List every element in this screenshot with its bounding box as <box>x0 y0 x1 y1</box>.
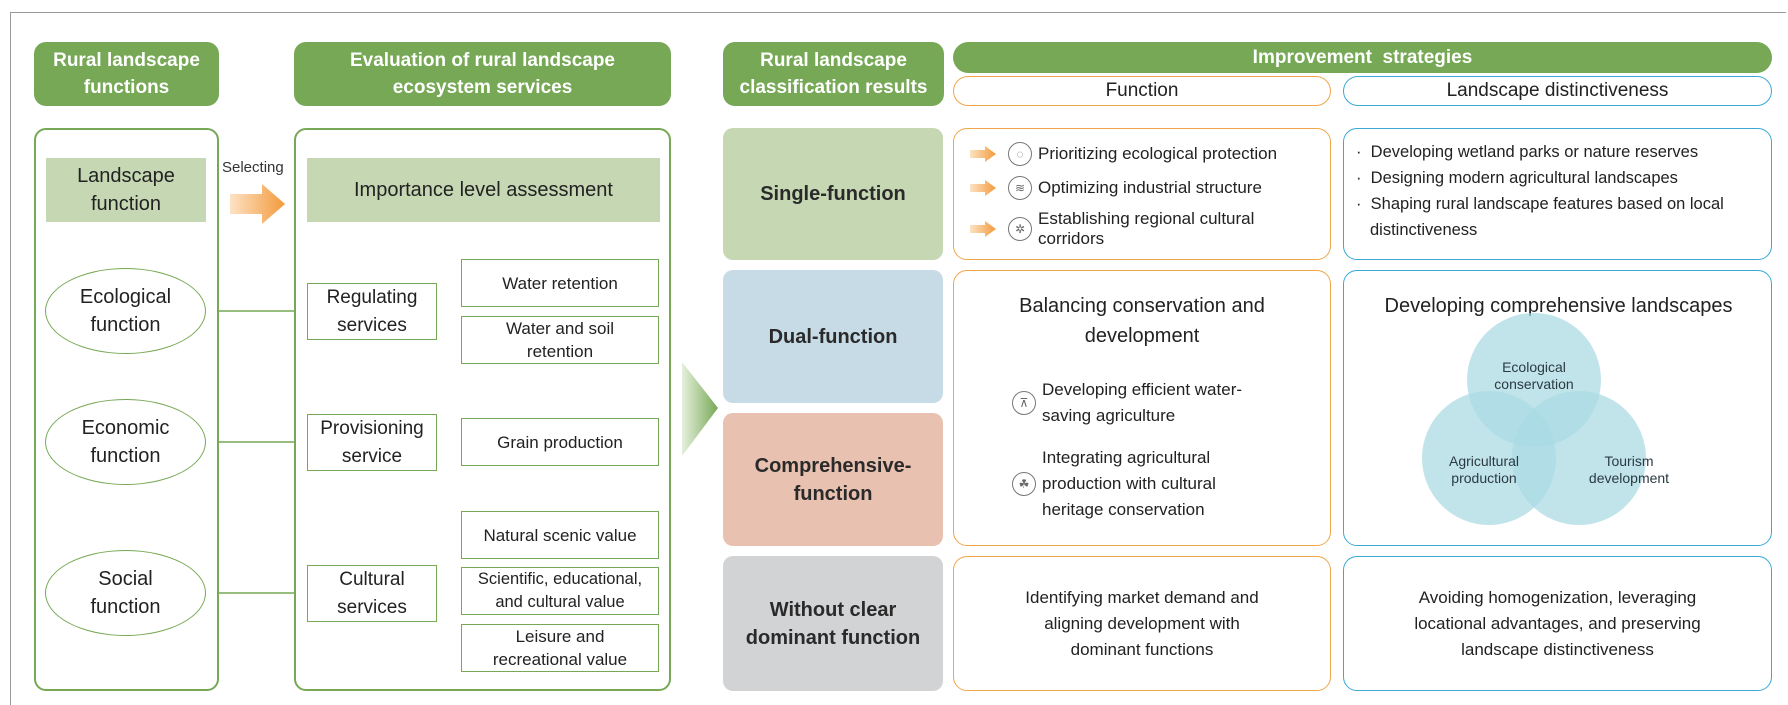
class-no-dominant-function: Without clear dominant function <box>723 556 943 691</box>
function-none-box: Identifying market demand and aligning d… <box>953 556 1331 691</box>
distinct-none-box: Avoiding homogenization, leveraging loca… <box>1343 556 1772 691</box>
class-dual-function: Dual-function <box>723 270 943 403</box>
water-drop-icon: ◌ <box>1008 142 1032 166</box>
ecological-function-ellipse: Ecological function <box>45 268 206 354</box>
strategy-row: ⊼ Developing efficient water-saving agri… <box>1012 377 1282 429</box>
header-distinct-col: Landscape distinctiveness <box>1343 76 1772 106</box>
bullet-item: · Shaping rural landscape features based… <box>1356 195 1724 239</box>
factory-icon: ≋ <box>1008 176 1032 200</box>
venn-diagram <box>1422 313 1646 525</box>
distinct-single-box: · Developing wetland parks or nature res… <box>1343 128 1772 260</box>
strategy-row: ≋ Optimizing industrial structure <box>970 171 1320 205</box>
venn-circle-tourism <box>1512 391 1646 525</box>
header-functions: Rural landscape functions <box>34 42 219 106</box>
grain-production-box: Grain production <box>461 418 659 466</box>
culture-icon: ✲ <box>1008 217 1032 241</box>
class-comprehensive-function: Comprehensive-function <box>723 413 943 546</box>
strategy-row: ☘ Integrating agricultural production wi… <box>1012 445 1282 523</box>
strategy-row: ◌ Prioritizing ecological protection <box>970 137 1320 171</box>
cultural-services-box: Cultural services <box>307 565 437 622</box>
importance-assessment-box: Importance level assessment <box>307 158 660 222</box>
provisioning-service-box: Provisioning service <box>307 414 437 471</box>
orange-arrow-icon <box>970 180 996 196</box>
strategy-row: ✲ Establishing regional cultural corrido… <box>970 205 1320 253</box>
header-function-col: Function <box>953 76 1331 106</box>
natural-scenic-box: Natural scenic value <box>461 511 659 559</box>
distinct-dual-box: Developing comprehensive landscapes Ecol… <box>1343 270 1772 546</box>
function-single-box: ◌ Prioritizing ecological protection ≋ O… <box>953 128 1331 260</box>
venn-label-tourism: Tourism development <box>1588 453 1670 486</box>
flow-chevron <box>682 362 718 456</box>
comprehensive-landscape-title: Developing comprehensive landscapes <box>1384 295 1733 317</box>
dual-function-title: Balancing conservation and development <box>1019 295 1265 347</box>
scientific-value-box: Scientific, educational, and cultural va… <box>461 567 659 615</box>
selecting-label: Selecting <box>222 159 284 176</box>
figure-frame <box>10 12 1786 705</box>
irrigation-icon: ⊼ <box>1012 391 1036 415</box>
economic-function-ellipse: Economic function <box>45 399 206 485</box>
bullet-item: · Designing modern agricultural landscap… <box>1356 169 1678 187</box>
landscape-function-box: Landscape function <box>46 158 206 222</box>
wheat-icon: ☘ <box>1012 472 1036 496</box>
orange-arrow-icon <box>970 221 996 237</box>
class-single-function: Single-function <box>723 128 943 260</box>
header-evaluation: Evaluation of rural landscape ecosystem … <box>294 42 671 106</box>
water-retention-box: Water retention <box>461 259 659 307</box>
venn-label-ecological: Ecological conservation <box>1494 359 1574 392</box>
orange-arrow-icon <box>970 146 996 162</box>
water-soil-retention-box: Water and soil retention <box>461 316 659 364</box>
function-dual-box: Balancing conservation and development ⊼… <box>953 270 1331 546</box>
bullet-item: · Developing wetland parks or nature res… <box>1356 143 1699 161</box>
regulating-services-box: Regulating services <box>307 283 437 340</box>
leisure-value-box: Leisure and recreational value <box>461 624 659 672</box>
selecting-arrow <box>230 184 285 224</box>
social-function-ellipse: Social function <box>45 550 206 636</box>
header-classification: Rural landscape classification results <box>723 42 944 106</box>
header-strategies: Improvement strategies <box>953 42 1772 73</box>
venn-label-agricultural: Agricultural production <box>1448 453 1520 486</box>
